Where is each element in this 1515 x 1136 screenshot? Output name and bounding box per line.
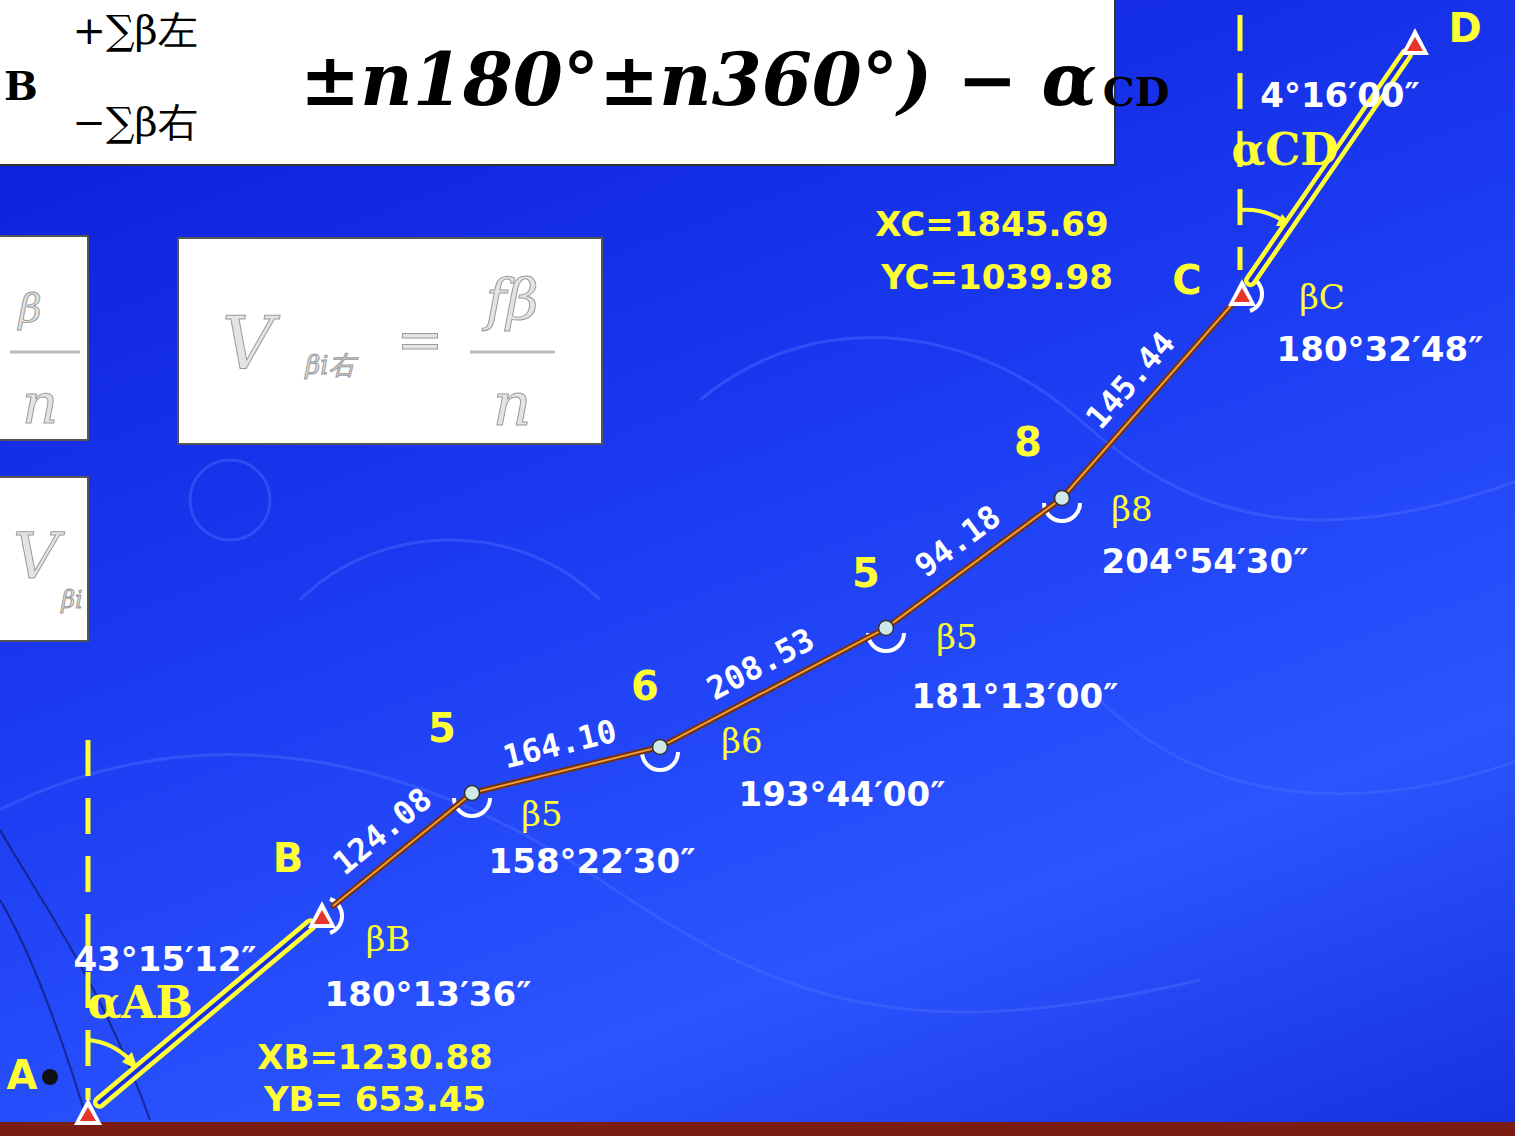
formula-text: = [397, 309, 444, 371]
station-point: 6β6193°44′00″ [651, 738, 669, 756]
annotation: YC=1039.98 [881, 259, 1113, 296]
angle-symbol: βC [1299, 279, 1345, 316]
formula-text: V [13, 521, 59, 591]
formula-text: βi [61, 587, 83, 613]
formula-text: n [22, 373, 58, 435]
traverse-leg [1068, 304, 1232, 491]
station-name: D [1448, 6, 1481, 50]
annotation: 43°15′12″ [73, 941, 256, 978]
distance-label: 208.53 [702, 622, 821, 707]
formula-text: β [18, 286, 41, 330]
annotation: 4°16′00″ [1260, 77, 1419, 114]
annotation: αAB [87, 979, 192, 1027]
angle-value: 180°32′48″ [1277, 331, 1484, 368]
annotation: αCD [1231, 126, 1338, 174]
formula-text: +∑β左 [72, 8, 197, 52]
station-point: D [1400, 27, 1430, 57]
angle-symbol: β6 [721, 723, 762, 760]
station-name: 5 [428, 706, 456, 750]
station-point: CβC180°32′48″ [1227, 278, 1257, 308]
angle-value: 204°54′30″ [1102, 543, 1309, 580]
station-marker [463, 784, 481, 802]
station-name: A [7, 1053, 38, 1097]
angle-symbol: β5 [936, 619, 977, 656]
annotation: YB= 653.45 [264, 1081, 486, 1118]
formula-text: B [4, 64, 38, 108]
station-point: BβB180°13′36″ [307, 900, 337, 930]
formula-text: V [222, 305, 274, 384]
station-name: B [273, 836, 304, 880]
angle-value: 158°22′30″ [489, 843, 696, 880]
station-name: 6 [631, 664, 659, 708]
angle-value: 193°44′00″ [739, 776, 946, 813]
angle-symbol: βB [366, 921, 411, 958]
angle-value: 180°13′36″ [325, 976, 532, 1013]
distance-label: 164.10 [499, 714, 620, 776]
formula-text: α [1041, 40, 1096, 119]
station-name: 5 [852, 551, 880, 595]
station-marker [1053, 489, 1071, 507]
distance-label: 124.08 [327, 782, 439, 882]
formula-text: n [493, 371, 532, 437]
formula-text: βi右 [305, 351, 354, 380]
formula-text: −∑β右 [72, 100, 197, 144]
angle-value: 181°13′00″ [912, 678, 1119, 715]
station-point: 5β5181°13′00″ [877, 619, 895, 637]
angle-symbol: β5 [521, 796, 562, 833]
formula-text: fβ [485, 269, 538, 331]
formula-text: CD [1103, 70, 1170, 114]
annotation: XC=1845.69 [875, 206, 1108, 243]
station-point: 8β8204°54′30″ [1053, 489, 1071, 507]
station-marker [877, 619, 895, 637]
station-marker [1400, 27, 1430, 57]
station-point: A [73, 1097, 103, 1127]
station-name: C [1172, 258, 1201, 302]
annotation: XB=1230.88 [257, 1039, 492, 1076]
station-name: 8 [1014, 420, 1042, 464]
formula-text: ±n180°±n360°) − [300, 40, 1017, 119]
distance-label: 145.44 [1079, 326, 1182, 436]
station-marker [651, 738, 669, 756]
station-point: 5β5158°22′30″ [463, 784, 481, 802]
station-marker [73, 1097, 103, 1127]
station-marker [1227, 278, 1257, 308]
distance-label: 94.18 [909, 499, 1007, 585]
angle-symbol: β8 [1111, 491, 1152, 528]
station-marker [307, 900, 337, 930]
